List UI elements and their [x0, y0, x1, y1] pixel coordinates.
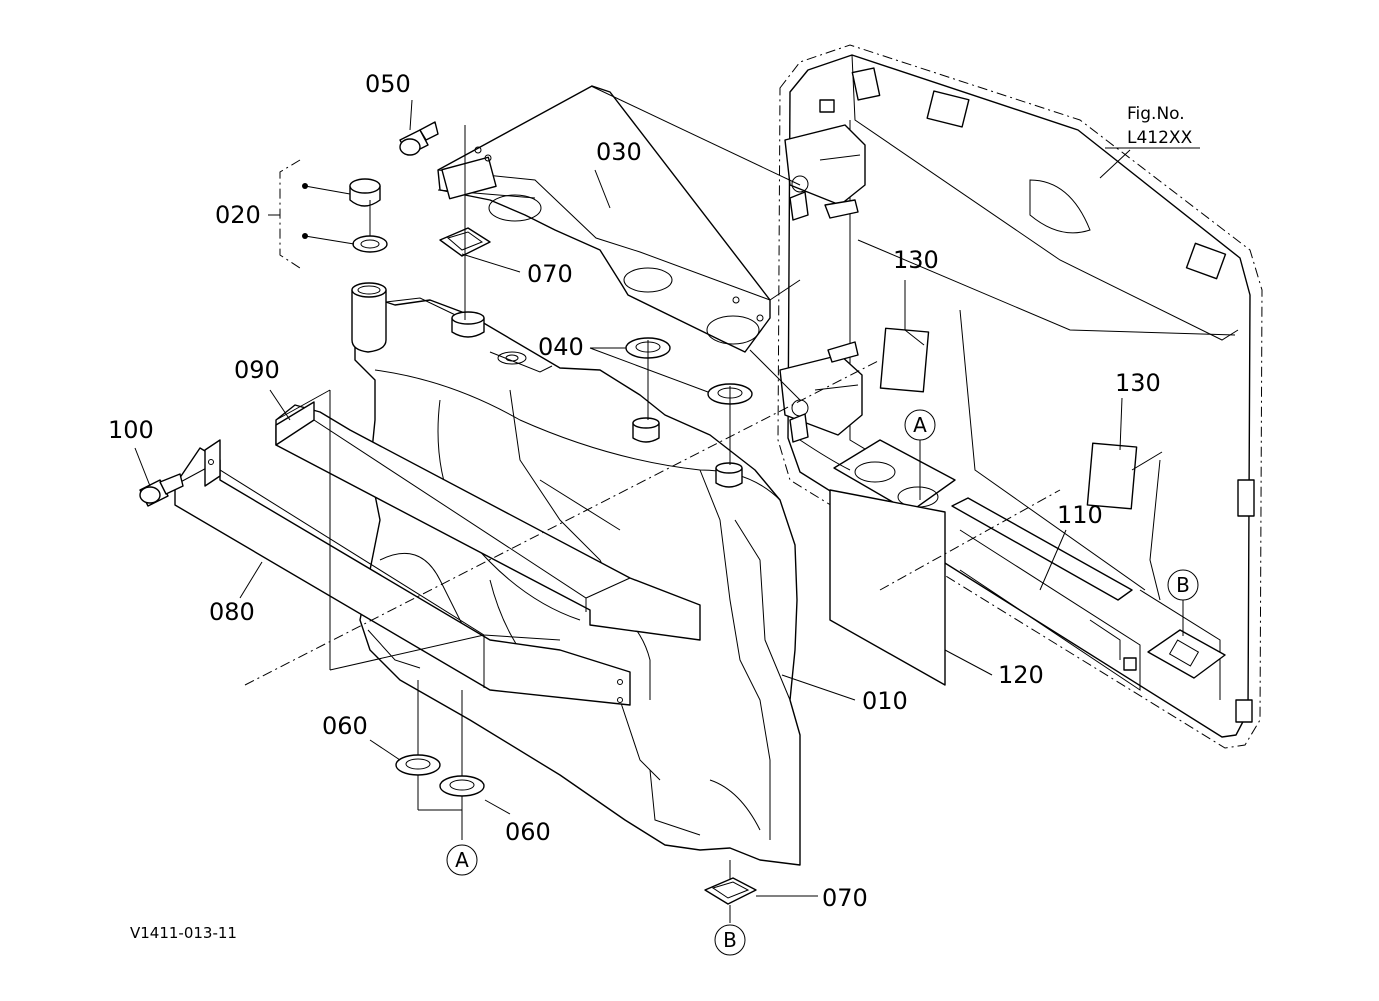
bolt-100 [139, 473, 184, 507]
callout-110: 110 [1057, 501, 1103, 529]
construction-lines [244, 85, 1061, 880]
callout-070-bottom: 070 [822, 884, 868, 912]
marker-a-bottom: A [455, 848, 469, 872]
grommet-070-bottom [704, 877, 757, 905]
ring-060-right [439, 775, 485, 797]
upper-hinge [784, 124, 866, 221]
bracket-090 [275, 401, 701, 641]
callout-040: 040 [538, 333, 584, 361]
bracket-030 [437, 85, 771, 353]
bracket-080 [174, 439, 631, 706]
callout-070-top: 070 [527, 260, 573, 288]
callout-130-upper: 130 [893, 246, 939, 274]
filler-cap-020 [349, 178, 388, 253]
bolt-050 [399, 121, 439, 156]
plate-120 [829, 489, 946, 686]
reference-markers: A A B B [446, 409, 1199, 956]
decal-130-lower [1086, 442, 1138, 510]
marker-b-bottom: B [723, 928, 737, 952]
callout-030: 030 [596, 138, 642, 166]
callout-120: 120 [998, 661, 1044, 689]
callout-080: 080 [209, 598, 255, 626]
callout-050: 050 [365, 70, 411, 98]
callout-labels: 050 030 020 070 040 090 100 080 060 060 … [108, 70, 1161, 912]
decal-130-upper [879, 327, 930, 393]
strip-110 [951, 497, 1133, 601]
fig-no-label: Fig.No. [1127, 104, 1185, 124]
callout-060-right: 060 [505, 818, 551, 846]
callout-090: 090 [234, 356, 280, 384]
fig-no-value: L412XX [1127, 128, 1193, 148]
callout-020: 020 [215, 201, 261, 229]
lower-hinge [779, 341, 863, 443]
callout-060-left: 060 [322, 712, 368, 740]
drawing-code: V1411-013-11 [130, 924, 237, 942]
callout-130-lower: 130 [1115, 369, 1161, 397]
callout-010: 010 [862, 687, 908, 715]
marker-b-panel: B [1176, 573, 1190, 597]
callout-100: 100 [108, 416, 154, 444]
fuel-tank-010 [351, 282, 801, 866]
rear-panel [777, 44, 1263, 749]
marker-a-panel: A [913, 413, 927, 437]
ring-060-left [395, 754, 441, 776]
leader-lines [134, 99, 1200, 923]
